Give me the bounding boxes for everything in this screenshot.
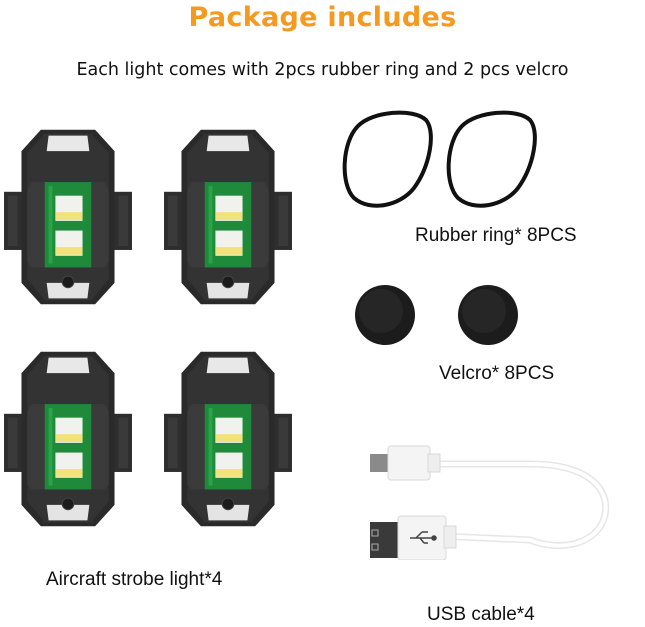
velcro-1 bbox=[353, 283, 417, 347]
usb-cable-label: USB cable*4 bbox=[427, 604, 535, 625]
velcro-label: Velcro* 8PCS bbox=[439, 363, 555, 384]
rubber-ring-2 bbox=[442, 106, 542, 216]
strobe-light-3 bbox=[0, 344, 136, 534]
page-subtitle: Each light comes with 2pcs rubber ring a… bbox=[76, 60, 569, 80]
rubber-ring-1 bbox=[338, 106, 438, 216]
strobe-light-4 bbox=[160, 344, 296, 534]
strobe-light-2 bbox=[160, 122, 296, 312]
usb-cable bbox=[370, 440, 620, 560]
strobe-light-1 bbox=[0, 122, 136, 312]
velcro-2 bbox=[456, 283, 520, 347]
rubber-ring-label: Rubber ring* 8PCS bbox=[415, 225, 577, 246]
strobe-light-label: Aircraft strobe light*4 bbox=[46, 569, 223, 590]
page-title: Package includes bbox=[188, 2, 457, 33]
usb-symbol-icon bbox=[410, 531, 437, 544]
